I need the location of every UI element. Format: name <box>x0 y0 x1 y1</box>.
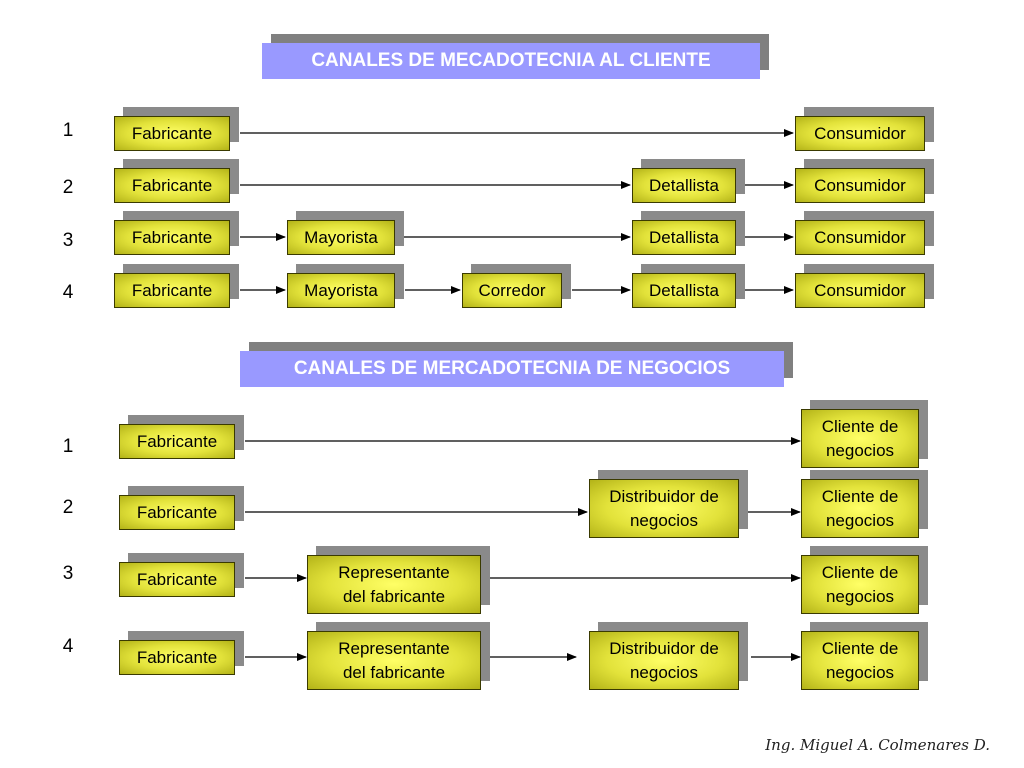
s2-row1-number: 1 <box>62 436 74 457</box>
s2-r3-fabricante: Fabricante <box>119 562 235 597</box>
s2-r2-cliente: Cliente de negocios <box>801 479 919 538</box>
section1-title: CANALES DE MECADOTECNIA AL CLIENTE <box>262 43 760 79</box>
s1-r3-detallista: Detallista <box>632 220 736 255</box>
s1-r3-consumidor: Consumidor <box>795 220 925 255</box>
s2-r4-fabricante: Fabricante <box>119 640 235 675</box>
s2-r3-cliente: Cliente de negocios <box>801 555 919 614</box>
s1-r2-detallista: Detallista <box>632 168 736 203</box>
s2-r4-cliente: Cliente de negocios <box>801 631 919 690</box>
s1-r3-mayorista: Mayorista <box>287 220 395 255</box>
s2-r1-fabricante: Fabricante <box>119 424 235 459</box>
s1-row2-number: 2 <box>62 177 74 198</box>
s2-r4-representante: Representante del fabricante <box>307 631 481 690</box>
s1-r4-corredor: Corredor <box>462 273 562 308</box>
s2-row2-number: 2 <box>62 497 74 518</box>
s1-r4-mayorista: Mayorista <box>287 273 395 308</box>
s1-r3-fabricante: Fabricante <box>114 220 230 255</box>
s1-r1-consumidor: Consumidor <box>795 116 925 151</box>
s2-r2-fabricante: Fabricante <box>119 495 235 530</box>
s1-r2-consumidor: Consumidor <box>795 168 925 203</box>
s1-r4-fabricante: Fabricante <box>114 273 230 308</box>
s1-row3-number: 3 <box>62 230 74 251</box>
section2-title: CANALES DE MERCADOTECNIA DE NEGOCIOS <box>240 351 784 387</box>
s2-r3-representante: Representante del fabricante <box>307 555 481 614</box>
s1-row1-number: 1 <box>62 120 74 141</box>
s2-row3-number: 3 <box>62 563 74 584</box>
s1-r2-fabricante: Fabricante <box>114 168 230 203</box>
s1-r4-detallista: Detallista <box>632 273 736 308</box>
s1-row4-number: 4 <box>62 282 74 303</box>
s1-r1-fabricante: Fabricante <box>114 116 230 151</box>
s2-r2-distribuidor: Distribuidor de negocios <box>589 479 739 538</box>
author-signature: Ing. Miguel A. Colmenares D. <box>765 736 990 754</box>
s2-r1-cliente: Cliente de negocios <box>801 409 919 468</box>
s1-r4-consumidor: Consumidor <box>795 273 925 308</box>
s2-r4-distribuidor: Distribuidor de negocios <box>589 631 739 690</box>
s2-row4-number: 4 <box>62 636 74 657</box>
